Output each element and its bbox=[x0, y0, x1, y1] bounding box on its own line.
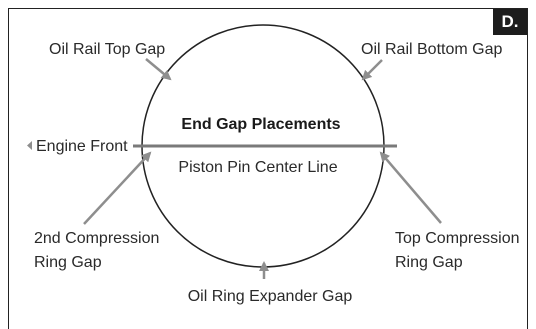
diagram-title: End Gap Placements bbox=[181, 116, 340, 133]
top-compression-label-line2: Ring Gap bbox=[395, 254, 463, 271]
oil-rail-bottom-gap-label: Oil Rail Bottom Gap bbox=[361, 41, 502, 58]
second-compression-label-line2: Ring Gap bbox=[34, 254, 102, 271]
oil-rail-bottom-arrow bbox=[361, 59, 383, 81]
second-compression-arrow bbox=[83, 151, 152, 225]
oil-rail-top-gap-label: Oil Rail Top Gap bbox=[49, 41, 165, 58]
diagram-frame: D. bbox=[8, 8, 528, 329]
center-line-label: Piston Pin Center Line bbox=[178, 159, 337, 176]
engine-front-label: Engine Front bbox=[36, 138, 128, 155]
top-compression-label-line1: Top Compression bbox=[395, 230, 520, 247]
top-compression-arrow bbox=[379, 151, 442, 224]
second-compression-label-line1: 2nd Compression bbox=[34, 230, 159, 247]
figure-badge: D. bbox=[493, 9, 527, 35]
engine-front-arrow-icon bbox=[27, 141, 32, 150]
oil-rail-top-arrow bbox=[145, 58, 172, 81]
oil-ring-expander-label: Oil Ring Expander Gap bbox=[188, 288, 353, 305]
